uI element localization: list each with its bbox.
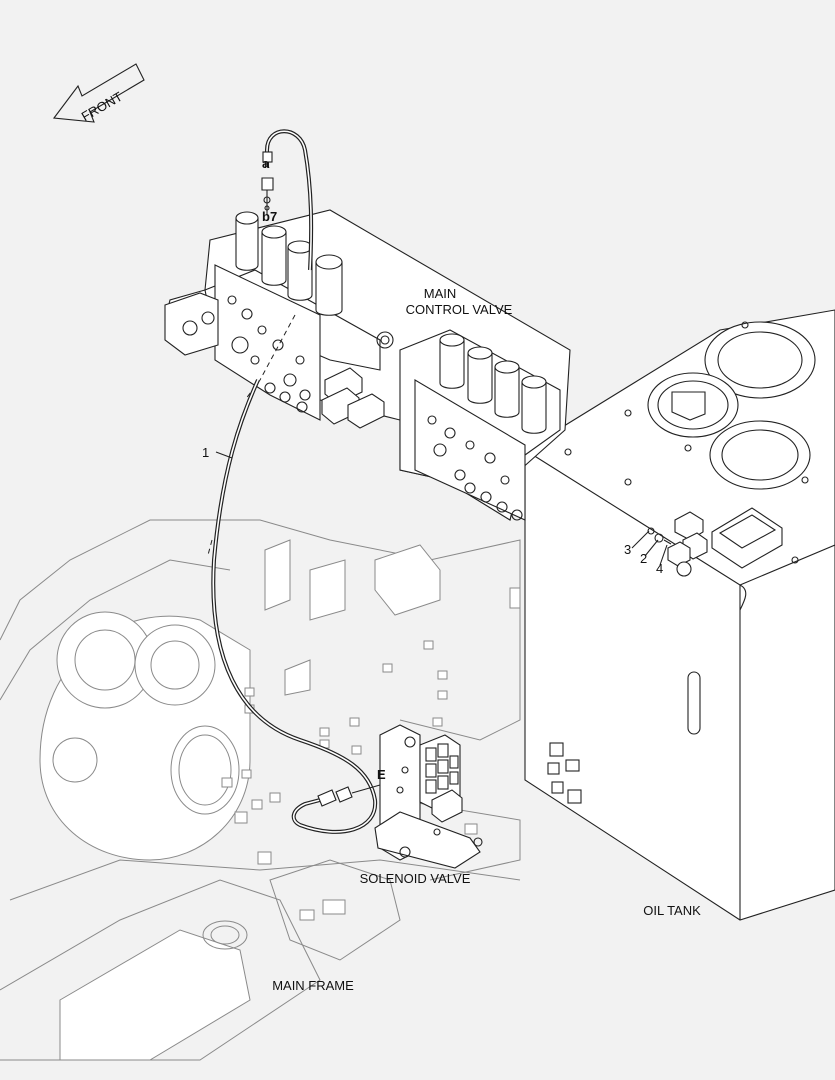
callout-4: 4 bbox=[656, 561, 663, 576]
main-control-valve bbox=[164, 209, 571, 521]
solenoid-valve bbox=[374, 724, 483, 869]
solenoid-valve-label: SOLENOID VALVE bbox=[360, 871, 471, 886]
oil-tank-label: OIL TANK bbox=[643, 903, 701, 918]
callout-2: 2 bbox=[640, 551, 647, 566]
callouts bbox=[215, 451, 668, 566]
upper-hose bbox=[244, 129, 314, 401]
tank-fittings bbox=[647, 511, 708, 577]
front-arrow: FRONT bbox=[52, 63, 145, 124]
main-frame-label: MAIN FRAME bbox=[272, 978, 354, 993]
main-control-valve-label-line2: CONTROL VALVE bbox=[406, 302, 513, 317]
callout-1: 1 bbox=[202, 445, 209, 460]
port-e-label: E bbox=[377, 767, 386, 782]
port-b7-label: b7 bbox=[262, 209, 277, 224]
port-a-label: a bbox=[262, 156, 270, 171]
oil-tank bbox=[524, 309, 835, 921]
main-control-valve-label-line1: MAIN bbox=[424, 286, 457, 301]
main-frame bbox=[0, 519, 521, 1061]
callout-3: 3 bbox=[624, 542, 631, 557]
hose-1 bbox=[207, 379, 381, 834]
mcv-solenoids bbox=[235, 211, 547, 434]
